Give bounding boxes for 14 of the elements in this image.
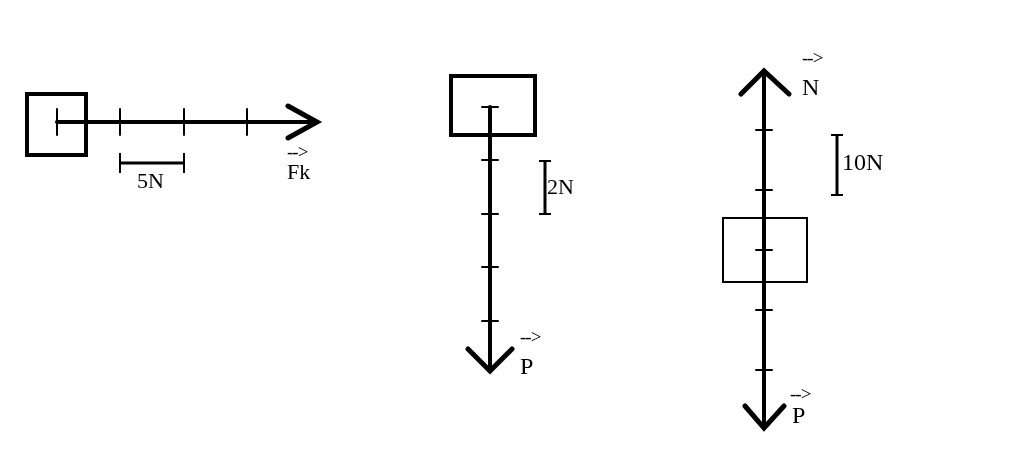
force-label: P: [520, 354, 534, 378]
block-box: [25, 92, 88, 157]
force-label: 5N: [137, 170, 164, 192]
force-label: 2N: [547, 176, 574, 198]
vector-sign: -->: [287, 142, 308, 161]
block-box: [722, 217, 808, 283]
vector-sign: -->: [520, 327, 541, 346]
force-label: 10N: [842, 150, 884, 174]
vector-sign: -->: [802, 48, 823, 67]
vector-sign: -->: [790, 384, 811, 403]
force-label: Fk: [287, 161, 311, 183]
block-box: [449, 74, 537, 137]
force-label: N: [802, 75, 820, 99]
force-label: P: [792, 403, 806, 427]
